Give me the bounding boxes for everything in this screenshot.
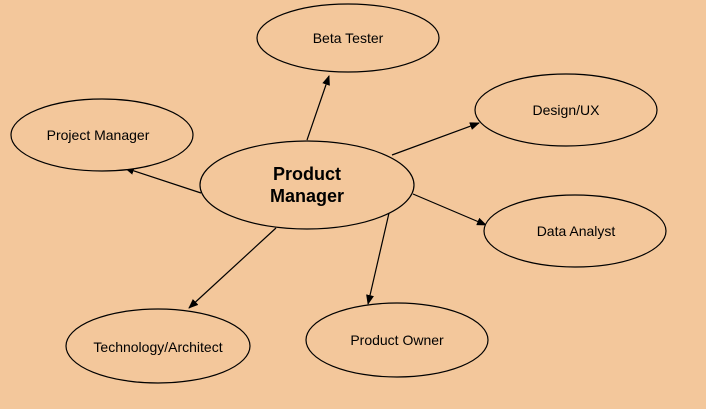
arrow-to-design-ux xyxy=(391,122,480,156)
arrow-to-product-owner xyxy=(366,212,390,305)
center-label-line2: Manager xyxy=(269,186,345,206)
beta-tester-label: Beta Tester xyxy=(312,29,384,46)
center-label-line1: Product xyxy=(272,163,341,184)
center-node-ellipse xyxy=(199,140,415,230)
center-node-label: Product Manager xyxy=(220,158,394,212)
beta-tester-ellipse xyxy=(256,3,440,73)
product-owner-ellipse xyxy=(305,302,489,378)
design-ux-label: Design/UX xyxy=(532,101,600,118)
project-manager-ellipse xyxy=(10,98,194,172)
technology-architect-label: Technology/Architect xyxy=(93,338,223,355)
data-analyst-label: Data Analyst xyxy=(536,222,616,239)
design-ux-ellipse xyxy=(474,73,658,147)
project-manager-label: Project Manager xyxy=(46,126,150,143)
technology-architect-ellipse xyxy=(65,308,251,384)
arrow-to-technology-architect xyxy=(188,227,277,309)
arrow-to-beta-tester xyxy=(306,75,330,141)
arrow-to-data-analyst xyxy=(412,193,487,226)
product-owner-label: Product Owner xyxy=(350,331,444,348)
arrow-to-project-manager xyxy=(124,167,202,194)
data-analyst-ellipse xyxy=(483,194,667,268)
